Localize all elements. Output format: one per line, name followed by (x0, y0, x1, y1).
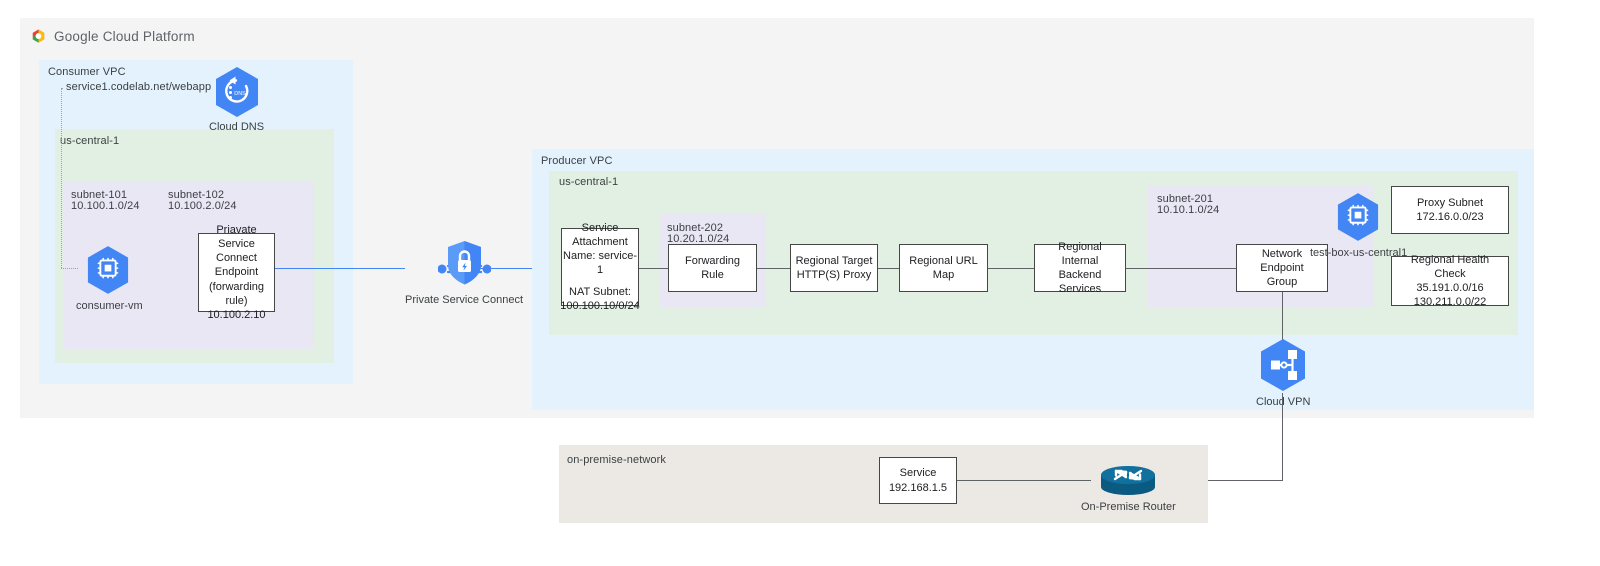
service-attachment-spacer (560, 277, 640, 285)
private-service-connect-label: Private Service Connect (405, 294, 523, 306)
on-premise-service-line1: Service (899, 467, 937, 480)
link-backend-to-neg (1126, 268, 1236, 270)
link-service-to-router (957, 480, 1091, 482)
on-premise-router-node[interactable]: On-Premise Router (1081, 462, 1176, 515)
proxy-subnet-box[interactable]: Proxy Subnet 172.16.0.0/23 (1391, 186, 1509, 234)
backend-services-line2: Backend Services (1058, 269, 1102, 296)
service-attachment-line2: Attachment (572, 235, 628, 248)
subnet-101-cidr: 10.100.1.0/24 (71, 200, 140, 212)
health-check-line2: 35.191.0.0/16 (1416, 282, 1484, 294)
link-sa-to-fr (639, 268, 668, 270)
on-premise-service-box[interactable]: Service 192.168.1.5 (879, 457, 957, 504)
regional-url-map-line1: Regional URL Map (909, 254, 978, 281)
subnet-102-cidr: 10.100.2.0/24 (168, 200, 237, 212)
neg-line1: Network Endpoint (1260, 247, 1304, 274)
link-neg-to-vpn (1282, 292, 1284, 340)
psc-endpoint-line1: Priavate Service (216, 224, 257, 251)
cloud-vpn-icon (1257, 337, 1309, 393)
logo-cloud: Cloud (102, 29, 139, 44)
link-fr-to-proxy (757, 268, 790, 270)
on-premise-service-line2: 192.168.1.5 (888, 481, 948, 494)
forwarding-rule-line1: Forwarding Rule (684, 254, 741, 281)
regional-url-map-box[interactable]: Regional URL Map (899, 244, 988, 292)
psc-endpoint-line2: Connect Endpoint (214, 252, 259, 279)
cloud-dns-label-line1: Cloud (209, 121, 238, 133)
regional-health-check-box[interactable]: Regional Health Check 35.191.0.0/16 130.… (1391, 253, 1509, 309)
google-cloud-logo-icon (30, 28, 47, 45)
cloud-dns-node[interactable]: DNS Cloud DNS (209, 66, 264, 135)
link-proxy-to-urlmap (878, 268, 899, 270)
cloud-dns-label-line2: DNS (240, 121, 265, 133)
private-service-connect-icon (437, 236, 491, 292)
regional-target-proxy-line1: Regional Target (795, 254, 873, 267)
producer-vpc-label: Producer VPC (541, 155, 613, 167)
compute-engine-vm-icon (1336, 192, 1382, 244)
google-cloud-platform-logo: Google Cloud Platform (30, 28, 195, 45)
on-premise-router-icon (1095, 462, 1161, 496)
cloud-dns-label: Cloud DNS (209, 121, 264, 135)
dns-path-vertical (61, 88, 62, 268)
on-premise-network-label: on-premise-network (567, 454, 667, 466)
link-urlmap-to-backend (988, 268, 1034, 270)
psc-endpoint-line4: 10.100.2.10 (207, 308, 266, 321)
test-box-node[interactable]: test-box-us-central1 (1310, 192, 1407, 261)
proxy-subnet-line1: Proxy Subnet (1416, 196, 1484, 209)
service-attachment-line4: NAT Subnet: (569, 286, 631, 299)
subnet-201-cidr: 10.10.1.0/24 (1157, 204, 1220, 216)
subnet-101-name: subnet-101 (71, 189, 128, 201)
link-vpn-to-router-horizontal (1145, 480, 1283, 482)
dns-url-label: service1.codelab.net/webapp (64, 81, 214, 93)
subnet-201-name: subnet-201 (1157, 193, 1214, 205)
forwarding-rule-box[interactable]: Forwarding Rule (668, 244, 757, 292)
subnet-202-name: subnet-202 (667, 222, 724, 234)
private-service-connect-node[interactable]: Private Service Connect (405, 236, 523, 308)
subnet-202-cidr: 10.20.1.0/24 (667, 233, 730, 245)
logo-text: Google Cloud Platform (54, 29, 195, 44)
logo-google: Google (54, 29, 99, 44)
backend-services-line1: Regional Internal (1058, 240, 1102, 267)
service-attachment-line5: 100.100.10/0/24 (560, 300, 640, 313)
consumer-vm-node[interactable]: consumer-vm (76, 245, 143, 314)
psc-link-right (458, 268, 561, 270)
regional-target-proxy-line2: HTTP(S) Proxy (796, 269, 872, 281)
test-box-label: test-box-us-central1 (1310, 247, 1408, 259)
health-check-line3: 130.211.0.0/22 (1413, 296, 1487, 309)
psc-endpoint-box[interactable]: Priavate Service Connect Endpoint (forwa… (198, 224, 275, 321)
health-check-line1: Regional Health Check (1410, 253, 1490, 280)
service-attachment-box[interactable]: Service Attachment Name: service-1 NAT S… (560, 222, 640, 312)
svg-text:DNS: DNS (234, 91, 246, 97)
producer-region-label: us-central-1 (559, 176, 619, 188)
service-attachment-line1: Service (581, 221, 619, 234)
link-vpn-to-onprem-vertical (1282, 393, 1284, 481)
regional-internal-backend-services-box[interactable]: Regional Internal Backend Services (1034, 241, 1126, 295)
network-endpoint-group-box[interactable]: Network Endpoint Group (1236, 244, 1328, 292)
logo-platform: Platform (142, 29, 195, 44)
cloud-dns-icon: DNS (214, 66, 260, 118)
regional-target-proxy-box[interactable]: Regional Target HTTP(S) Proxy (790, 244, 878, 292)
consumer-vpc-label: Consumer VPC (48, 66, 126, 78)
psc-endpoint-line3: (forwarding rule) (208, 280, 265, 307)
proxy-subnet-line2: 172.16.0.0/23 (1416, 211, 1484, 223)
service-attachment-line3: Name: service-1 (563, 249, 637, 276)
compute-engine-vm-icon (86, 245, 132, 297)
psc-link-left (275, 268, 405, 270)
consumer-region-label: us-central-1 (60, 135, 120, 147)
on-premise-router-label: On-Premise Router (1081, 501, 1176, 513)
consumer-vm-label: consumer-vm (76, 300, 143, 312)
neg-line2: Group (1266, 276, 1298, 289)
dns-path-to-vm (61, 268, 78, 269)
subnet-102-name: subnet-102 (168, 189, 225, 201)
